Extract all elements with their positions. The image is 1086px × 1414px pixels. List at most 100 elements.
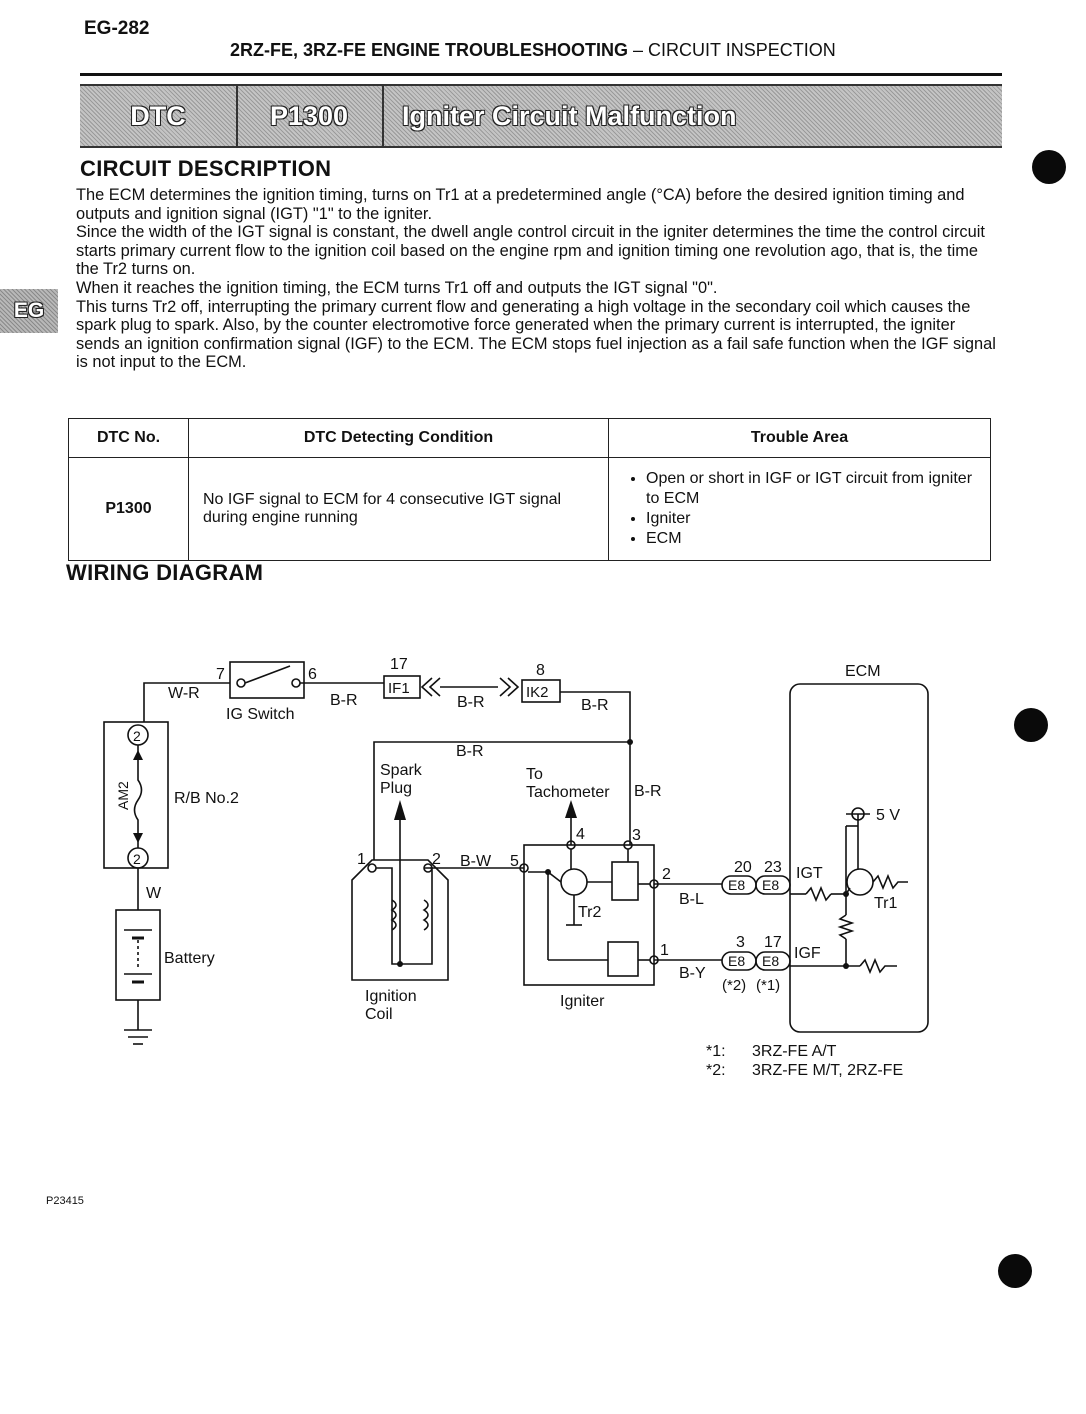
junction-dot [843,963,849,969]
igniter-label: Igniter [560,993,605,1010]
coil-winding [422,899,429,931]
coil-winding [390,899,397,931]
cell-dtc-no: P1300 [68,457,189,561]
junction-dot [843,891,849,897]
wire-color-label: B-R [330,692,358,709]
ig-switch-body [229,661,305,699]
running-header: 2RZ-FE, 3RZ-FE ENGINE TROUBLESHOOTING – … [230,40,836,61]
table-row: P1300 No IGF signal to ECM for 4 consecu… [68,457,991,561]
connector-chevron [420,677,433,697]
ig-switch-label: IG Switch [226,706,294,723]
cell-trouble-area: Open or short in IGF or IGT circuit from… [608,457,991,561]
pin-label: 3 [736,934,745,951]
igniter-block [607,941,639,977]
ecm [789,683,929,1033]
battery-label: Battery [164,950,215,967]
battery-symbol [115,909,161,1045]
coil-case [351,859,449,981]
page-number: EG-282 [84,18,150,39]
pin-label: 2 [662,866,671,883]
signal-label: IGF [794,945,821,962]
fuse-label: AM2 [115,781,131,810]
igniter-body [523,844,655,986]
dtc-label: DTC [80,86,238,146]
list-item: Open or short in IGF or IGT circuit from… [646,469,989,509]
connector-label: IK2 [526,684,549,701]
wire-b-r-spark [373,741,630,860]
pin-label: 17 [390,656,408,673]
tachometer-arrow-icon [565,800,577,818]
junction-dot [397,961,403,967]
description-paragraph: Since the width of the IGT signal is con… [76,223,985,279]
running-header-bold: 2RZ-FE, 3RZ-FE ENGINE TROUBLESHOOTING [230,40,629,60]
description-paragraph: This turns Tr2 off, interrupting the pri… [76,297,996,372]
pin-label: 8 [536,662,545,679]
pin-label: 1 [660,942,669,959]
spark-plug-arrow-icon [394,800,406,820]
transistor-tr2 [560,868,588,896]
wires [137,682,722,1030]
switch-contact [236,678,246,688]
fuse-arrow-icon [133,750,143,760]
wire-color-label: B-R [581,697,609,714]
trouble-area-list: Open or short in IGF or IGT circuit from… [610,469,989,549]
note-marker: (*2) [722,977,746,994]
junction-dot [627,739,633,745]
header-trouble-area: Trouble Area [608,418,991,458]
circuit-description-heading: CIRCUIT DESCRIPTION [80,156,332,181]
section-side-tab: EG [0,289,58,333]
dtc-code: P1300 [236,86,384,146]
ignition-coil-label: Coil [365,1006,393,1023]
tachometer-label: To [526,766,543,783]
connector-chevron [499,677,512,697]
note-row: *2: 3RZ-FE M/T, 2RZ-FE [706,1061,903,1080]
switch-contact [291,678,301,688]
fuse-am2-symbol [133,745,143,848]
fuse-arrow-icon [133,833,143,843]
dtc-title: Igniter Circuit Malfunction [402,100,737,131]
note-marker: (*1) [756,977,780,994]
wire-color-label: W-R [168,685,200,702]
binder-hole [1032,150,1066,184]
relay-block [103,721,169,869]
pin-label: 20 [734,859,752,876]
header-condition: DTC Detecting Condition [188,418,609,458]
igniter-block [611,861,639,901]
description-paragraph: When it reaches the ignition timing, the… [76,278,718,297]
cell-condition: No IGF signal to ECM for 4 consecutive I… [188,457,609,561]
connector-chevron [507,677,520,697]
header-rule [80,73,1002,76]
wiring-diagram-heading: WIRING DIAGRAM [66,560,264,585]
wire-w-r [143,682,230,722]
pin-label: 2 [432,851,441,868]
pin-label: 6 [308,666,317,683]
header-dtc-no: DTC No. [68,418,189,458]
connector-chevron [428,677,441,697]
dtc-table: DTC No. DTC Detecting Condition Trouble … [68,418,991,561]
table-header-row: DTC No. DTC Detecting Condition Trouble … [68,418,991,458]
note-row: *1: 3RZ-FE A/T [706,1042,903,1061]
list-item: ECM [646,529,989,549]
igniter-terminal [519,863,529,873]
transistor-label: Tr1 [874,895,898,912]
resistor-igt [805,885,832,903]
dtc-banner: DTC P1300 Igniter Circuit Malfunction [80,84,1002,148]
connector-ik2-box [521,679,561,703]
ecm-label: ECM [845,663,881,680]
relay-block-label: R/B No.2 [174,790,239,807]
connector-label: E8 [728,877,745,893]
transistor-label: Tr2 [578,904,602,921]
pin-label: 5 [510,853,519,870]
spark-plug-label: Plug [380,780,412,797]
connector-label: E8 [762,953,779,969]
wire-color-label: B-L [679,891,704,908]
wire-color-label: W [146,885,162,902]
transistor-tr1 [846,868,874,896]
running-header-rest: CIRCUIT INSPECTION [648,40,836,60]
note-key: *2: [706,1062,726,1079]
switch-blade [244,665,291,684]
pin-label: 3 [632,827,641,844]
junction-dot [545,869,551,875]
wire-color-label: B-Y [679,965,706,982]
note-key: *1: [706,1043,726,1060]
